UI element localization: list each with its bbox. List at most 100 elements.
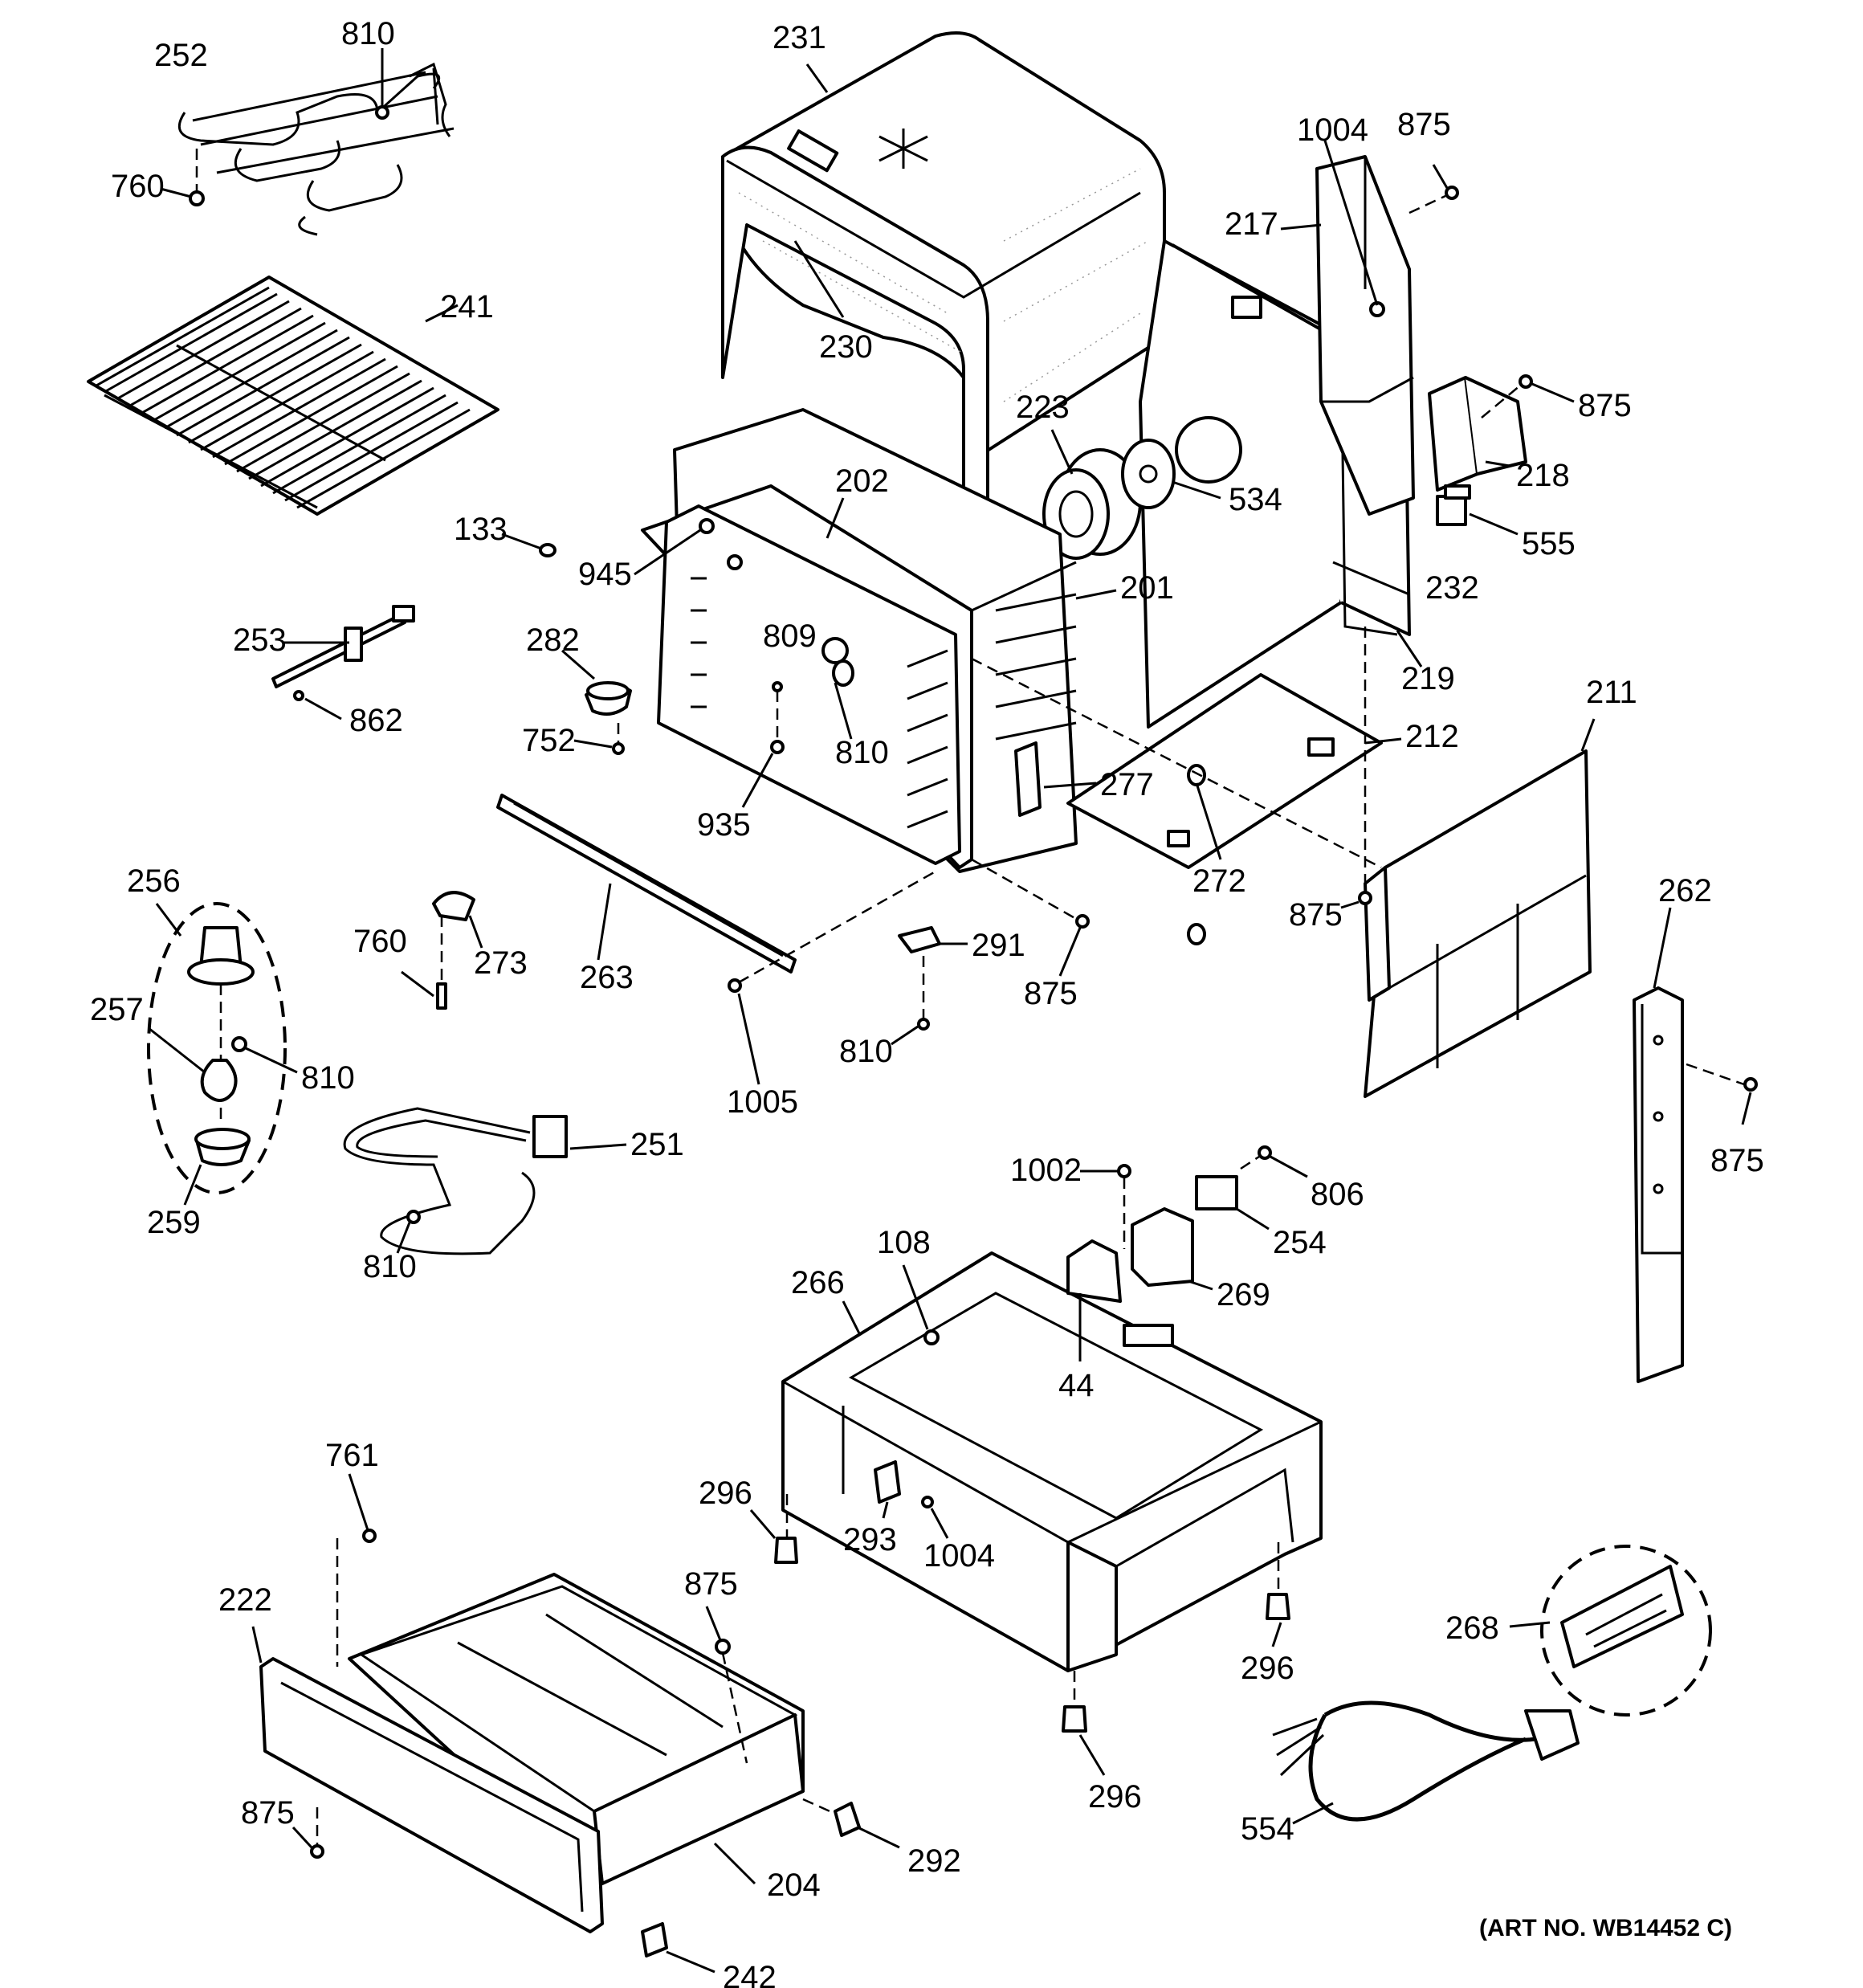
label-201: 201 [1120, 570, 1174, 606]
label-252: 252 [154, 38, 208, 73]
screw-875f [705, 1606, 748, 1764]
bracket-273 [432, 891, 483, 949]
screw-108 [902, 1264, 940, 1345]
screw-935 [741, 740, 785, 808]
label-257: 257 [90, 992, 144, 1027]
screw-810c [231, 1036, 298, 1074]
label-554: 554 [1241, 1811, 1294, 1847]
label-1004a: 1004 [1297, 112, 1368, 148]
label-752: 752 [522, 723, 576, 758]
bracket-218 [1428, 376, 1527, 492]
label-1005: 1005 [727, 1084, 798, 1120]
rail-263 [496, 794, 797, 974]
glide-242 [641, 1922, 715, 1974]
label-230: 230 [819, 329, 873, 365]
screw-810b [832, 659, 854, 740]
part-labels: 252 810 760 241 133 253 862 282 752 231 … [90, 16, 1764, 1988]
label-202: 202 [835, 463, 889, 499]
broil-element-252 [177, 62, 455, 236]
label-875d: 875 [1710, 1143, 1764, 1178]
screw-809 [772, 681, 783, 743]
screw-810d [891, 956, 930, 1046]
lamp-assembly-256 [147, 902, 287, 1194]
label-810e: 810 [363, 1249, 417, 1284]
screw-1002 [1080, 1164, 1131, 1249]
label-44: 44 [1058, 1368, 1095, 1403]
label-241: 241 [440, 289, 494, 325]
knob-282 [561, 649, 632, 716]
label-296c: 296 [1088, 1779, 1142, 1815]
bulb-257 [148, 1027, 238, 1102]
label-862: 862 [349, 703, 403, 738]
label-231: 231 [773, 20, 826, 55]
screw-761 [336, 1473, 377, 1667]
label-810b: 810 [835, 735, 889, 770]
label-1002: 1002 [1010, 1153, 1082, 1188]
side-panel-211 [1364, 718, 1596, 1098]
screw-760b [401, 916, 447, 1010]
screw-875a [1408, 164, 1459, 214]
bracket-44 [1066, 1239, 1122, 1361]
label-810c: 810 [301, 1060, 355, 1096]
label-218: 218 [1516, 458, 1570, 493]
label-133: 133 [454, 512, 508, 547]
rear-panel-232 [1139, 239, 1423, 729]
label-259: 259 [147, 1205, 201, 1240]
screw-760a [160, 149, 205, 206]
glide-292 [802, 1798, 900, 1849]
label-296b: 296 [1241, 1651, 1294, 1686]
bracket-293 [874, 1460, 901, 1519]
label-254: 254 [1273, 1225, 1327, 1260]
screw-810a [375, 48, 389, 120]
label-263: 263 [580, 960, 634, 995]
label-935: 935 [697, 807, 751, 843]
label-875c: 875 [1289, 897, 1343, 933]
label-945: 945 [578, 557, 632, 592]
label-222: 222 [218, 1582, 272, 1618]
label-875b: 875 [1578, 388, 1632, 423]
sensor-253 [271, 605, 415, 720]
label-761: 761 [325, 1438, 379, 1473]
label-806: 806 [1311, 1177, 1364, 1212]
screw-875e [971, 858, 1090, 977]
label-760b: 760 [353, 924, 407, 959]
base-frame-266 [781, 1251, 1323, 1672]
label-534: 534 [1229, 482, 1282, 517]
label-875f: 875 [684, 1566, 738, 1602]
terminal-555 [1436, 484, 1519, 536]
label-253: 253 [233, 623, 287, 658]
label-277: 277 [1100, 767, 1154, 802]
label-875a: 875 [1397, 107, 1451, 142]
oven-liner-201 [641, 408, 1117, 873]
label-232: 232 [1425, 570, 1479, 606]
bushing-272 [971, 657, 1382, 945]
screw-752 [573, 723, 625, 755]
label-273: 273 [474, 945, 528, 981]
label-211: 211 [1586, 675, 1637, 710]
label-269: 269 [1217, 1277, 1270, 1312]
label-810a: 810 [341, 16, 395, 51]
leveler-296b [1266, 1542, 1290, 1647]
label-217: 217 [1225, 206, 1278, 242]
leveler-296a [749, 1494, 798, 1564]
bottom-panel-212 [1066, 673, 1402, 869]
screw-806 [1240, 1145, 1308, 1178]
screw-875d [1686, 1063, 1758, 1125]
label-291: 291 [972, 928, 1025, 963]
drawer-front-222 [251, 1626, 604, 1933]
fan-223 [1042, 429, 1142, 560]
label-809: 809 [763, 618, 817, 654]
art-number: (ART NO. WB14452 C) [1479, 1915, 1732, 1941]
bracket-217 [1280, 140, 1415, 516]
label-251: 251 [630, 1127, 684, 1162]
bake-element-251 [343, 1107, 627, 1255]
label-296a: 296 [699, 1476, 752, 1511]
label-242: 242 [723, 1960, 777, 1988]
clip-291 [898, 926, 968, 953]
fan-plate-534 [1121, 439, 1221, 509]
hinge-277 [1014, 741, 1097, 817]
outer-wrapper-231 [721, 31, 1166, 532]
lens-259 [183, 1128, 251, 1206]
label-266: 266 [791, 1265, 845, 1300]
